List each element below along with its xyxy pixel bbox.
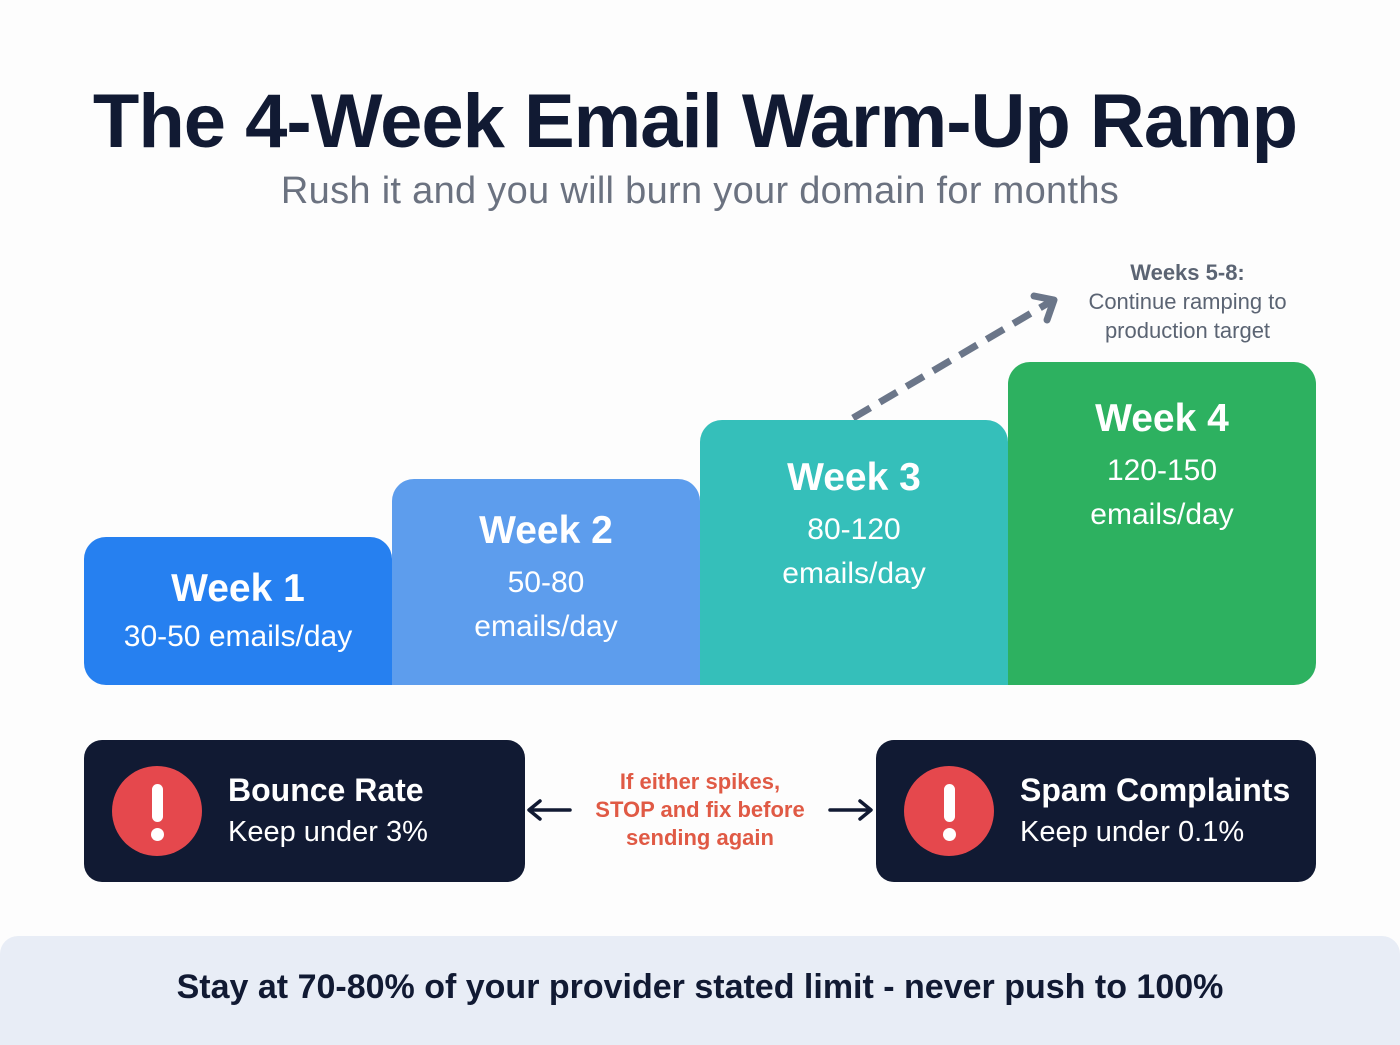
alert-icon — [904, 766, 994, 856]
stop-warning: If either spikes, STOP and fix before se… — [575, 768, 825, 852]
alert-icon — [112, 766, 202, 856]
step-volume: 30-50 emails/day — [123, 620, 353, 653]
step-volume: 50-80 emails/day — [392, 561, 700, 649]
metric-limit: Keep under 3% — [228, 816, 428, 848]
step-volume: 80-120 emails/day — [700, 508, 1008, 596]
page-title: The 4-Week Email Warm-Up Ramp — [92, 79, 1298, 164]
step-volume: 120-150 emails/day — [1008, 449, 1316, 537]
step-week-label: Week 4 — [1095, 397, 1229, 440]
step-week-1: Week 1 30-50 emails/day — [84, 537, 392, 685]
footer-banner: Stay at 70-80% of your provider stated l… — [0, 936, 1400, 1045]
step-volume-unit: emails/day — [474, 610, 618, 643]
step-week-4: Week 4 120-150 emails/day — [1008, 362, 1316, 685]
step-week-label: Week 3 — [787, 456, 921, 499]
step-volume-unit: emails/day — [782, 557, 926, 590]
bounce-rate-card: Bounce Rate Keep under 3% — [84, 740, 525, 882]
warning-line1: If either spikes, — [619, 769, 781, 794]
future-weeks-note: Weeks 5-8: Continue ramping to productio… — [1060, 258, 1315, 345]
step-week-2: Week 2 50-80 emails/day — [392, 479, 700, 685]
future-note-line2: production target — [1104, 318, 1271, 343]
step-volume-range: 50-80 — [507, 566, 585, 599]
warning-line3: sending again — [626, 825, 774, 850]
footer-text: Stay at 70-80% of your provider stated l… — [176, 968, 1224, 1006]
spam-complaints-card: Spam Complaints Keep under 0.1% — [876, 740, 1316, 882]
step-week-3: Week 3 80-120 emails/day — [700, 420, 1008, 685]
step-volume-range: 120-150 — [1106, 454, 1218, 487]
step-volume-range: 80-120 — [807, 513, 901, 546]
step-volume-unit: emails/day — [1090, 498, 1234, 531]
step-week-label: Week 2 — [479, 509, 613, 552]
warning-line2: STOP and fix before — [595, 797, 805, 822]
step-week-label: Week 1 — [171, 567, 305, 610]
page-subtitle: Rush it and you will burn your domain fo… — [280, 170, 1120, 212]
future-note-title: Weeks 5-8: — [1130, 260, 1245, 285]
metric-title: Bounce Rate — [228, 772, 424, 808]
metric-limit: Keep under 0.1% — [1020, 816, 1245, 848]
metric-title: Spam Complaints — [1020, 772, 1291, 808]
future-note-line1: Continue ramping to — [1088, 289, 1287, 314]
